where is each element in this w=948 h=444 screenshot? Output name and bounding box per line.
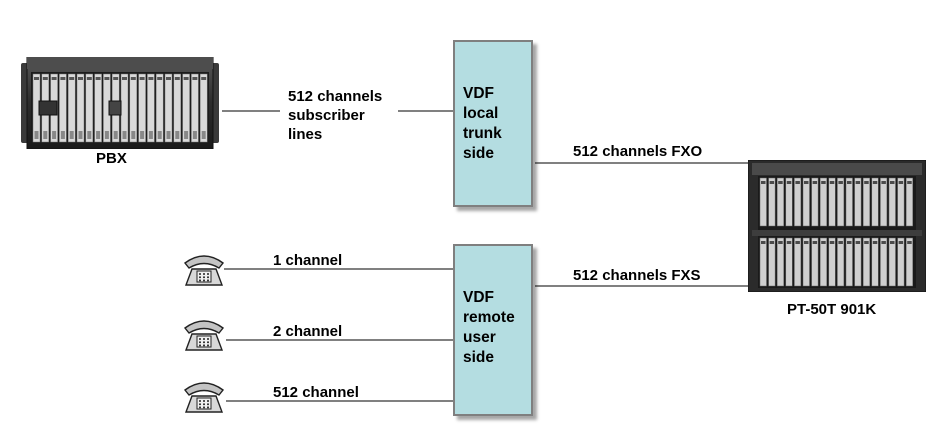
vdf-remote-user-box: VDF remote user side <box>453 244 533 416</box>
vdf-local-trunk-text: VDF local trunk side <box>463 84 502 164</box>
fxo-label: 512 channels FXO <box>573 143 703 160</box>
pbx-link-line: lines <box>288 126 323 143</box>
vdf-remote-line: remote <box>463 309 515 326</box>
vdf-remote-user-text: VDF remote user side <box>463 288 515 368</box>
pbx-link-line: 512 channels <box>288 88 383 105</box>
vdf-local-line: side <box>463 145 495 162</box>
pbx-rack-icon <box>21 57 219 149</box>
vdf-local-trunk-box: VDF local trunk side <box>453 40 533 207</box>
telephone-icon <box>183 382 225 413</box>
vdf-local-line: local <box>463 105 499 122</box>
vdf-local-line: VDF <box>463 85 494 102</box>
pbx-label: PBX <box>96 150 127 167</box>
fxs-label: 512 channels FXS <box>573 267 701 284</box>
phone2-channel-label: 2 channel <box>273 323 343 340</box>
phone3-channel-label: 512 channel <box>273 384 359 401</box>
gateway-label: PT-50T 901K <box>787 301 877 318</box>
vdf-local-line: trunk <box>463 125 502 142</box>
pbx-link-label: 512 channels subscriber lines <box>288 87 382 144</box>
gateway-rack-icon <box>748 160 926 292</box>
phone1-channel-label: 1 channel <box>273 252 343 269</box>
vdf-remote-line: user <box>463 329 496 346</box>
vdf-remote-line: side <box>463 349 495 366</box>
telephone-icon <box>183 320 225 351</box>
vdf-remote-line: VDF <box>463 289 494 306</box>
pbx-link-line: subscriber <box>288 107 365 124</box>
telephone-icon <box>183 255 225 286</box>
